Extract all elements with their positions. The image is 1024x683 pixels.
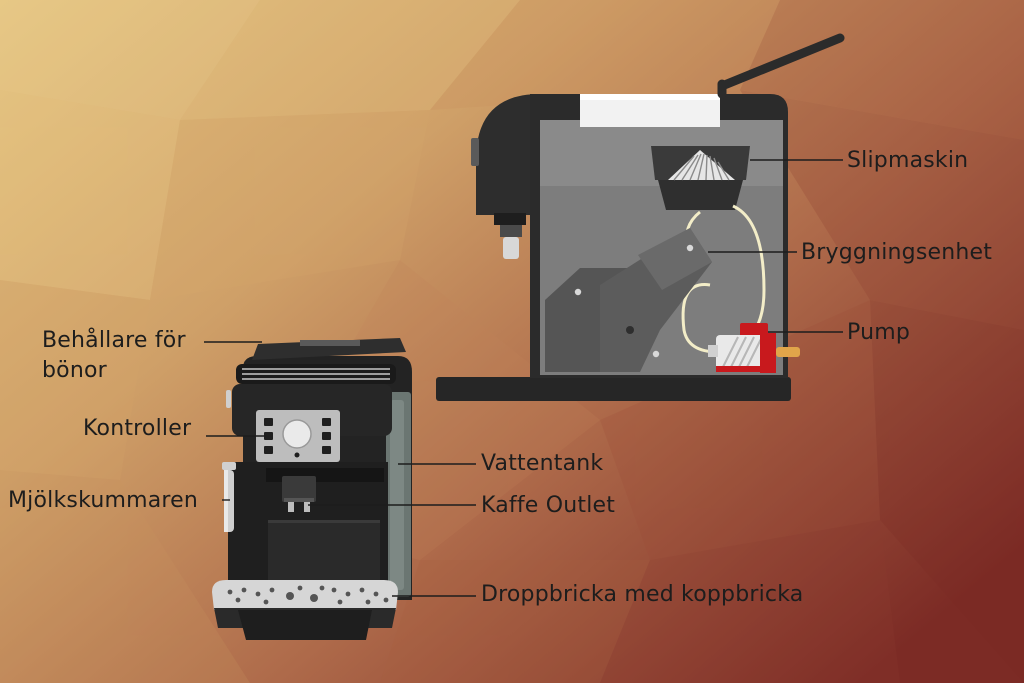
control-knob (282, 419, 312, 449)
label-controls: Kontroller (83, 416, 192, 441)
cutaway-head (476, 94, 545, 215)
coffee-outlet (282, 476, 316, 512)
label-water-tank: Vattentank (481, 451, 604, 476)
cutaway-machine (436, 33, 845, 401)
label-brew-unit: Bryggningsenhet (801, 240, 993, 265)
label-pump: Pump (847, 320, 911, 345)
leader-lines (204, 159, 843, 597)
front-machine (212, 338, 412, 640)
label-drip-tray: Droppbricka med koppbricka (481, 582, 804, 607)
label-coffee-outlet: Kaffe Outlet (481, 493, 616, 518)
cutaway-base (436, 377, 791, 401)
grinder (651, 146, 750, 210)
label-grinder: Slipmaskin (847, 148, 969, 173)
label-milk-frother: Mjölkskummaren (8, 488, 199, 513)
pump (708, 323, 800, 373)
label-bean-container: Behållare för bönor (42, 328, 186, 383)
milk-frother (222, 390, 236, 532)
drip-tray (212, 580, 398, 640)
brew-unit (545, 228, 712, 372)
